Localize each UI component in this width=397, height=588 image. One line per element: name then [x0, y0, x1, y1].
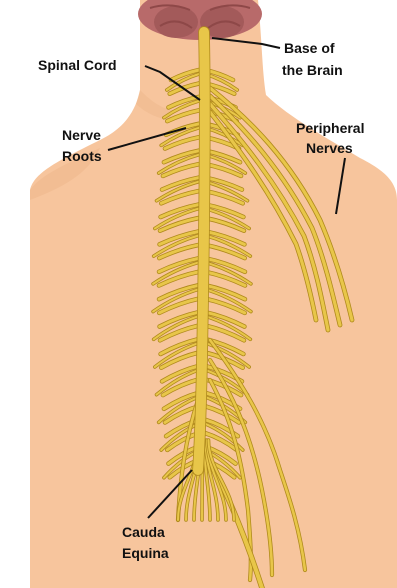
peripheral-nerves-label-line2: Nerves — [306, 140, 353, 156]
base-of-brain-label-line1: Base of — [284, 40, 335, 56]
base-of-brain-label-line2: the Brain — [282, 62, 343, 78]
cauda-equina-label-line2: Equina — [122, 545, 169, 561]
peripheral-nerves-label-line1: Peripheral — [296, 120, 364, 136]
spinal-cord-label: Spinal Cord — [38, 57, 117, 73]
nerve-roots-label-line1: Nerve — [62, 127, 101, 143]
cauda-equina-label-line1: Cauda — [122, 524, 165, 540]
nerve-roots-label-line2: Roots — [62, 148, 102, 164]
